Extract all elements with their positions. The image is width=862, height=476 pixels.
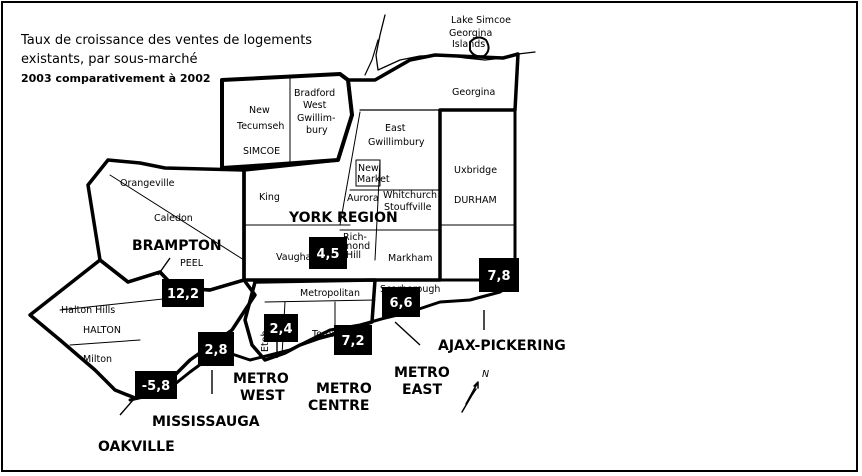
value-ajax-pickering: 7,8: [487, 269, 510, 284]
market-metro-centre-2: CENTRE: [308, 398, 369, 414]
label-richmond-hill-1: Rich-: [343, 232, 367, 243]
value-metro-centre: 7,2: [341, 334, 364, 349]
badge-oakville: -5,8: [135, 371, 177, 399]
label-whitchurch-2: Stouffville: [384, 202, 432, 213]
arrow-metro-east: [394, 321, 421, 346]
halton-region: [28, 258, 257, 400]
pointer-arrows: [119, 257, 485, 416]
market-metro-west-2: WEST: [240, 388, 285, 404]
label-georgina-islands-1: Georgina: [449, 28, 492, 39]
value-metro-west: 2,4: [269, 322, 292, 337]
georgina-island: [469, 36, 490, 58]
metro-internal-1: [264, 299, 376, 303]
label-vaughan: Vaughan: [276, 252, 318, 263]
badge-metro-west: 2,4: [264, 314, 298, 342]
label-lake-simcoe: Lake Simcoe: [451, 15, 511, 26]
badge-metro-centre: 7,2: [334, 325, 372, 355]
newmarket-box: [355, 159, 381, 187]
market-mississauga: MISSISSAUGA: [152, 414, 260, 430]
halton-internal-2: [69, 339, 141, 346]
value-oakville: -5,8: [142, 379, 170, 394]
label-caledon: Caledon: [154, 213, 193, 224]
peel-internal: [109, 174, 245, 261]
title-line-3: 2003 comparativement à 2002: [21, 72, 211, 85]
market-brampton: BRAMPTON: [132, 238, 222, 254]
label-bradford-2: West: [303, 100, 327, 111]
label-east-gwillimbury-2: Gwillimbury: [368, 137, 425, 148]
badge-mississauga: 2,8: [198, 332, 234, 366]
label-durham: DURHAM: [454, 195, 497, 206]
label-newmarket-1: New: [358, 163, 379, 174]
label-bradford-4: bury: [306, 125, 328, 136]
label-whitchurch-1: Whitchurch: [383, 190, 437, 201]
label-bradford-1: Bradford: [294, 88, 335, 99]
badge-york-region: 4,5: [309, 237, 347, 269]
market-ajax-pickering: AJAX-PICKERING: [438, 338, 566, 354]
label-milton: Milton: [83, 354, 112, 365]
market-metro-west-1: METRO: [233, 371, 289, 387]
badge-ajax-pickering: 7,8: [479, 258, 519, 292]
value-york-region: 4,5: [316, 247, 339, 262]
label-new-tecumseh-1: New: [249, 105, 270, 116]
market-metro-centre-1: METRO: [316, 381, 372, 397]
label-uxbridge: Uxbridge: [454, 165, 497, 176]
label-metropolitan: Metropolitan: [300, 288, 360, 299]
title-line-2: existants, par sous-marché: [21, 52, 198, 67]
compass-label: N: [482, 369, 489, 380]
title-line-1: Taux de croissance des ventes de logemen…: [21, 33, 313, 48]
label-peel: PEEL: [180, 258, 204, 269]
label-orangeville: Orangeville: [120, 178, 175, 189]
york-internal-4: [339, 111, 361, 226]
value-metro-east: 6,6: [389, 296, 412, 311]
arrow-brampton: [157, 257, 171, 276]
market-metro-east-2: EAST: [402, 382, 442, 398]
label-simcoe: SIMCOE: [243, 146, 280, 157]
value-mississauga: 2,8: [204, 343, 227, 358]
label-richmond-hill-2: mond: [343, 241, 370, 252]
label-halton: HALTON: [83, 325, 121, 336]
compass-shaft: [461, 388, 477, 413]
york-internal-5: [374, 159, 381, 261]
lake-shore-west: [364, 39, 379, 76]
value-brampton: 12,2: [167, 287, 199, 302]
label-georgina: Georgina: [452, 87, 495, 98]
label-halton-hills: Halton Hills: [61, 305, 115, 316]
label-markham: Markham: [388, 253, 433, 264]
label-king: King: [259, 192, 280, 203]
label-toronto: Toronto: [311, 329, 347, 340]
badge-brampton: 12,2: [162, 279, 204, 307]
label-east-gwillimbury-1: East: [385, 123, 406, 134]
market-oakville: OAKVILLE: [98, 439, 175, 455]
badge-metro-east: 6,6: [382, 287, 420, 317]
market-metro-east-1: METRO: [394, 365, 450, 381]
label-bradford-3: Gwillim-: [297, 113, 335, 124]
label-new-tecumseh-2: Tecumseh: [236, 121, 284, 132]
label-georgina-islands-2: Islands: [452, 39, 485, 50]
label-aurora: Aurora: [347, 193, 379, 204]
label-york-region: YORK REGION: [288, 210, 398, 226]
label-richmond-hill-3: Hill: [346, 250, 361, 261]
label-newmarket-2: Market: [357, 174, 390, 185]
